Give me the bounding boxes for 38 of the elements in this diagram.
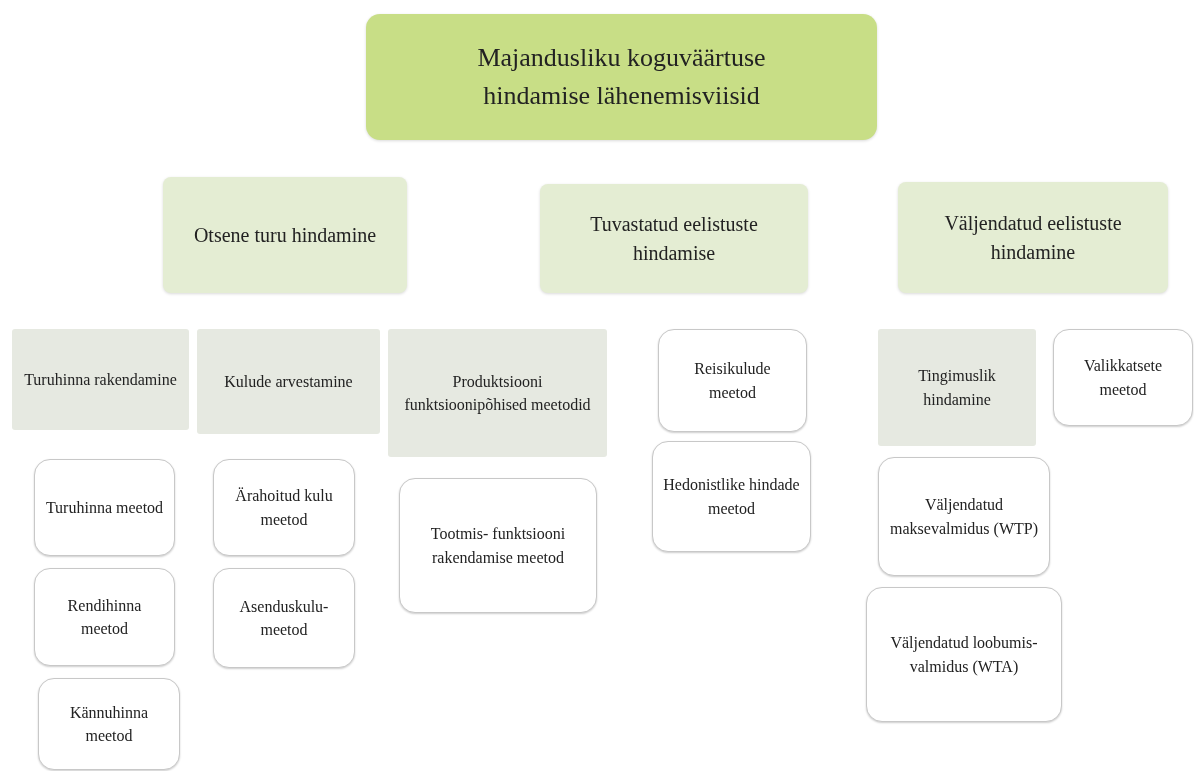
node-label: Rendihinna meetod [66,595,143,639]
method-box [34,459,175,556]
method-box [878,457,1050,576]
method-box [658,329,807,432]
method-box [213,459,355,556]
method-box [652,441,811,552]
node-label: Otsene turu hindamine [193,222,377,248]
node-label: Kulude arvestamine [224,371,353,392]
node-label: Väljendatud maksevalmidus (WTP) [889,495,1039,540]
node-label: Asenduskulu- meetod [238,596,330,640]
node-label: Hedonistlike hindade meetod [663,475,800,519]
subcategory-box [388,329,607,457]
node-label: Väljendatud eelistuste hindamine [943,210,1123,265]
node-label: Valikkatsete meetod [1082,356,1164,400]
method-box [1053,329,1193,426]
node-label: Tingimuslik hindamine [917,366,997,410]
node-label: Ärahoitud kulu meetod [234,486,334,530]
method-box [213,568,355,668]
category-box [898,182,1168,293]
category-box [163,177,407,293]
method-box [399,478,597,613]
node-label: Majandusliku koguväärtuse hindamise lähenemisviisid [476,42,767,112]
method-box [866,587,1062,722]
subcategory-box [878,329,1036,446]
node-label: Tootmis- funktsiooni rakendamise meetod [429,524,567,568]
node-label: Produktsiooni funktsioonipõhised meetodid [403,371,592,416]
subcategory-box [197,329,380,434]
method-box [34,568,175,666]
method-box [38,678,180,770]
node-label: Kännuhinna meetod [68,702,150,746]
node-label: Turuhinna meetod [45,497,164,518]
subcategory-box [12,329,189,430]
category-box [540,184,808,293]
node-label: Reisikulude meetod [693,359,772,403]
node-label: Tuvastatud eelistuste hindamise [589,211,759,266]
heading-box [366,14,877,140]
node-label: Turuhinna rakendamine [24,369,177,390]
node-label: Väljendatud loobumis- valmidus (WTA) [889,633,1039,678]
